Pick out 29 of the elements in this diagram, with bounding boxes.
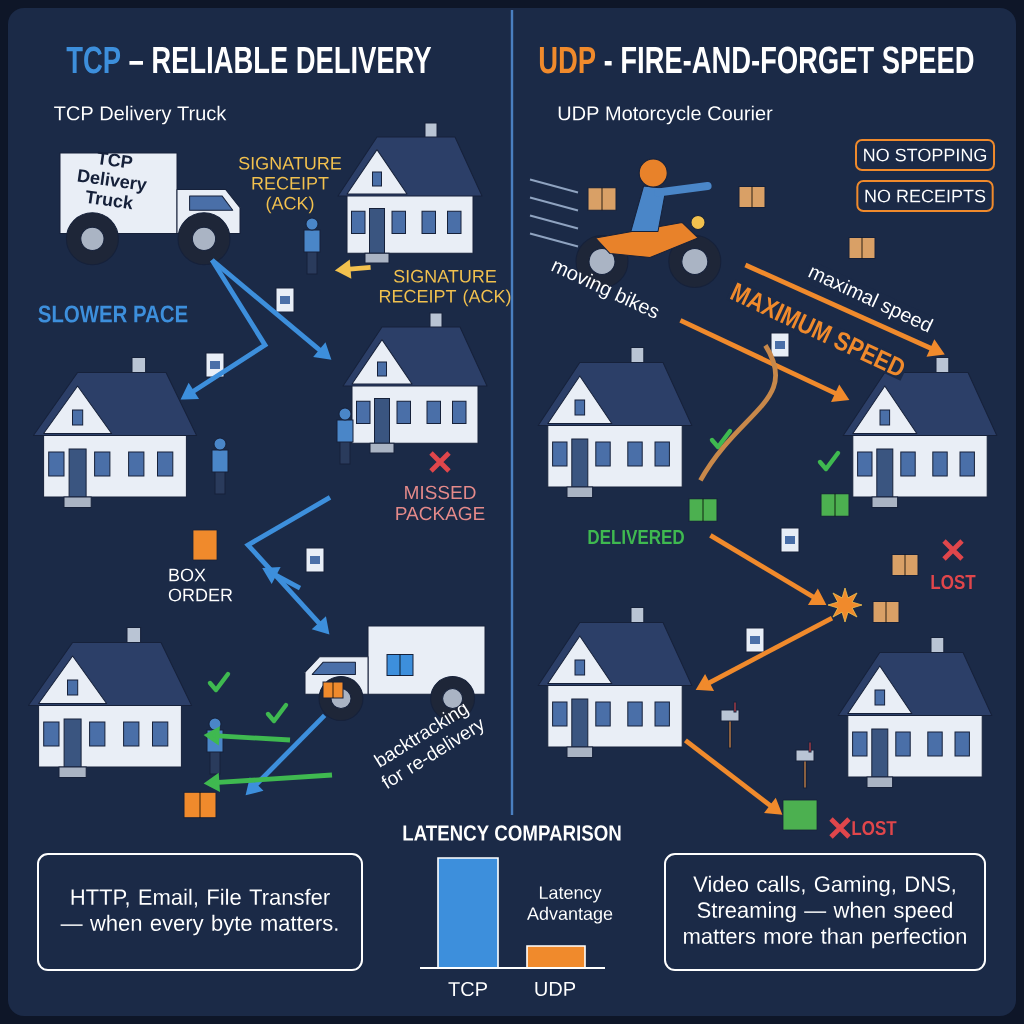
- chart-note: Latency Advantage: [527, 886, 613, 924]
- tag-box: NO RECEIPTS: [856, 180, 994, 212]
- callout-text: MISSED PACKAGE: [396, 485, 485, 521]
- house-drawing: [537, 347, 718, 522]
- house-drawing: [27, 627, 224, 819]
- label: UDP Motorcycle Courier: [558, 105, 773, 125]
- package-icon: [782, 799, 818, 831]
- heading: UDP - FIRE-AND-FORGET SPEED: [539, 46, 974, 74]
- tag-box: NO STOPPING: [855, 139, 995, 171]
- axis-label: UDP: [535, 982, 576, 996]
- house-drawing: [795, 637, 993, 789]
- callout-text: BOX ORDER: [168, 568, 233, 602]
- status-text: DELIVERED: [588, 530, 684, 544]
- info-box: Video calls, Gaming, DNS, Streaming — when speed matters more than perfection: [664, 853, 986, 971]
- label: TCP Delivery Truck: [54, 105, 227, 125]
- package-icon: [192, 529, 218, 561]
- info-box: HTTP, Email, File Transfer — when every byte matters.: [37, 853, 363, 971]
- status-text: LOST: [931, 574, 976, 590]
- house-drawing: [336, 312, 488, 465]
- axis-label: TCP: [448, 981, 487, 997]
- impact-burst: [827, 587, 863, 623]
- chart-title: LATENCY COMPARISON: [403, 825, 621, 841]
- callout-text: SIGNATURE RECEIPT (ACK): [239, 156, 342, 214]
- house-drawing: [32, 357, 229, 508]
- callout-text: SIGNATURE RECEIPT (ACK): [379, 269, 511, 307]
- house-drawing: [537, 607, 740, 758]
- heading: TCP – RELIABLE DELIVERY: [66, 46, 432, 74]
- section-label: SLOWER PACE: [38, 305, 188, 323]
- status-text: LOST: [852, 820, 897, 836]
